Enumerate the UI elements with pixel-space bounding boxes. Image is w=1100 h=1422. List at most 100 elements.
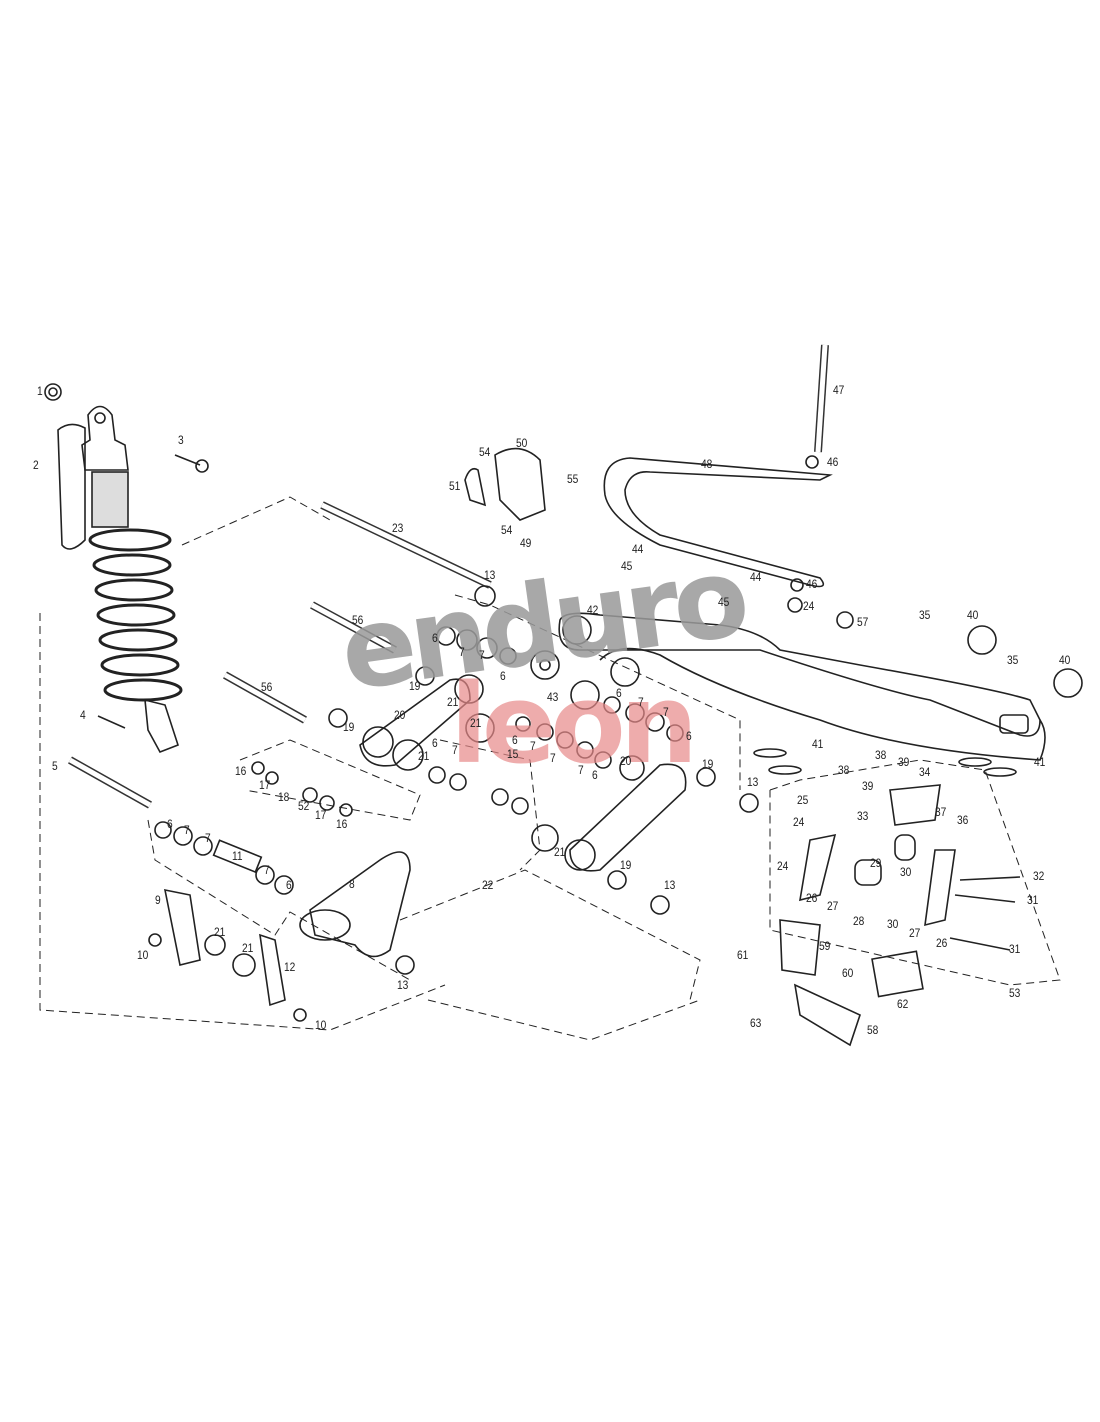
part-label: 9 xyxy=(155,893,161,907)
part-label: 13 xyxy=(747,775,759,789)
part-label: 6 xyxy=(432,631,438,645)
bracket-34 xyxy=(889,784,941,826)
part-label: 7 xyxy=(550,751,556,765)
chain-slider xyxy=(603,457,833,588)
part-label: 7 xyxy=(479,648,485,662)
part-label: 6 xyxy=(512,733,518,747)
part-label: 46 xyxy=(806,577,818,591)
part-label: 1 xyxy=(37,384,43,398)
part-label: 21 xyxy=(214,925,226,939)
part-label: 35 xyxy=(1007,653,1019,667)
part-label: 7 xyxy=(663,705,669,719)
part-label: 45 xyxy=(621,559,633,573)
part-label: 7 xyxy=(264,863,270,877)
part-label: 17 xyxy=(259,778,271,792)
part-label: 7 xyxy=(184,823,190,837)
part-label: 20 xyxy=(394,708,406,722)
plate-26 xyxy=(799,833,837,902)
part-label: 21 xyxy=(470,716,482,730)
part-label: 27 xyxy=(909,926,921,940)
part-label: 43 xyxy=(547,690,559,704)
part-label: 16 xyxy=(336,817,348,831)
part-label: 44 xyxy=(632,542,644,556)
part-label: 56 xyxy=(352,613,364,627)
part-label: 60 xyxy=(842,966,854,980)
part-label: 47 xyxy=(833,383,845,397)
bushings xyxy=(148,455,1083,1022)
shock-spring xyxy=(88,528,183,702)
part-label: 51 xyxy=(449,479,461,493)
part-label: 28 xyxy=(853,914,865,928)
part-label: 48 xyxy=(701,457,713,471)
part-label: 41 xyxy=(812,737,824,751)
part-label: 6 xyxy=(500,669,506,683)
part-label: 62 xyxy=(897,997,909,1011)
part-label: 10 xyxy=(315,1018,327,1032)
part-label: 24 xyxy=(803,599,815,613)
part-label: 35 xyxy=(919,608,931,622)
part-label: 16 xyxy=(235,764,247,778)
part-label: 36 xyxy=(957,813,969,827)
part-label: 54 xyxy=(501,523,513,537)
guard-58 xyxy=(793,983,861,1047)
link-rod-20 xyxy=(359,678,471,767)
part-label: 13 xyxy=(664,878,676,892)
nut-1 xyxy=(44,383,62,401)
part-label: 27 xyxy=(827,899,839,913)
part-label: 2 xyxy=(33,458,39,472)
bracket-12 xyxy=(259,933,286,1007)
part-label: 7 xyxy=(530,739,536,753)
part-label: 18 xyxy=(278,790,290,804)
part-label: 30 xyxy=(900,865,912,879)
guard-59 xyxy=(779,919,821,976)
part-label: 26 xyxy=(936,936,948,950)
part-label: 21 xyxy=(447,695,459,709)
part-label: 19 xyxy=(620,858,632,872)
part-label: 50 xyxy=(516,436,528,450)
part-label: 46 xyxy=(827,455,839,469)
part-label: 23 xyxy=(392,521,404,535)
part-label: 6 xyxy=(432,736,438,750)
part-label: 44 xyxy=(750,570,762,584)
part-label: 6 xyxy=(616,686,622,700)
part-label: 39 xyxy=(898,755,910,769)
part-label: 21 xyxy=(418,749,430,763)
link-rod-20-lower xyxy=(569,763,687,872)
part-label: 19 xyxy=(343,720,355,734)
part-label: 7 xyxy=(452,743,458,757)
part-label: 31 xyxy=(1027,893,1039,907)
part-label: 19 xyxy=(702,757,714,771)
part-label: 29 xyxy=(870,856,882,870)
part-label: 61 xyxy=(737,948,749,962)
part-label: 38 xyxy=(875,748,887,762)
part-label: 11 xyxy=(232,849,243,863)
part-label: 7 xyxy=(459,645,465,659)
part-label: 6 xyxy=(167,817,173,831)
part-label: 8 xyxy=(349,877,355,891)
part-label: 26 xyxy=(806,891,818,905)
part-label: 56 xyxy=(261,680,273,694)
part-label: 57 xyxy=(857,615,869,629)
part-label: 24 xyxy=(793,815,805,829)
part-label: 49 xyxy=(520,536,532,550)
rocker-8 xyxy=(309,851,411,958)
part-label: 7 xyxy=(638,695,644,709)
swingarm xyxy=(558,612,1041,737)
part-label: 63 xyxy=(750,1016,762,1030)
watermark-logo-red: leon xyxy=(450,660,698,788)
chain-guide-bracket xyxy=(494,447,546,521)
part-label: 4 xyxy=(80,708,86,722)
part-label: 34 xyxy=(919,765,931,779)
part-label: 53 xyxy=(1009,986,1021,1000)
part-label: 19 xyxy=(409,679,421,693)
part-label: 38 xyxy=(838,763,850,777)
part-label: 20 xyxy=(620,754,632,768)
part-label: 40 xyxy=(1059,653,1071,667)
part-label: 13 xyxy=(484,568,496,582)
part-label: 22 xyxy=(482,878,494,892)
part-label: 42 xyxy=(587,603,599,617)
part-label: 31 xyxy=(1009,942,1021,956)
part-label: 54 xyxy=(479,445,491,459)
